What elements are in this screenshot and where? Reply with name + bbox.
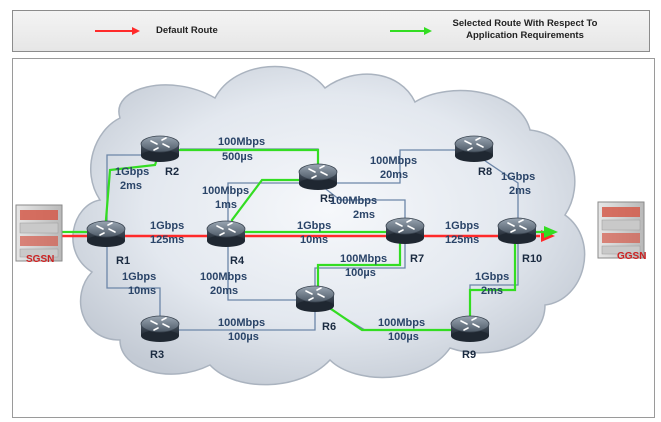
sgsn-server-icon: [15, 204, 63, 262]
link-label-r4-r7: 1Gbps 10ms: [297, 220, 331, 246]
svg-text:1Gbps: 1Gbps: [445, 220, 479, 232]
router-r4-icon[interactable]: [206, 220, 246, 248]
svg-text:100Mbps: 100Mbps: [218, 136, 265, 148]
router-r3-label: R3: [150, 349, 164, 361]
link-label-r4-r5: 100Mbps 1ms: [202, 185, 249, 211]
router-r8-label: R8: [478, 166, 492, 178]
router-r10-icon[interactable]: [497, 217, 537, 245]
link-label-r6-r7: 100Mbps 100µs: [340, 253, 387, 279]
svg-text:100Mbps: 100Mbps: [378, 317, 425, 329]
svg-text:1Gbps: 1Gbps: [122, 271, 156, 283]
legend-default-route-label: Default Route: [156, 25, 218, 36]
router-r2-label: R2: [165, 166, 179, 178]
svg-text:10ms: 10ms: [300, 234, 328, 246]
svg-text:100µs: 100µs: [388, 331, 419, 343]
legend-selected-line1: Selected Route With Respect To: [452, 18, 598, 29]
svg-text:20ms: 20ms: [210, 285, 238, 297]
router-r3-icon[interactable]: [140, 315, 180, 343]
link-label-r1-r3: 1Gbps 10ms: [122, 271, 156, 297]
legend-selected-arrow: [390, 27, 432, 35]
svg-text:500µs: 500µs: [222, 151, 253, 163]
svg-text:1Gbps: 1Gbps: [501, 171, 535, 183]
router-r5-label: R5: [320, 193, 334, 205]
link-label-r5-r7: 100Mbps 2ms: [330, 195, 377, 221]
legend-selected-route-label: Selected Route With Respect To Applicati…: [440, 18, 610, 42]
svg-text:2ms: 2ms: [481, 285, 503, 297]
link-r4-r5: [227, 182, 318, 238]
svg-text:100Mbps: 100Mbps: [218, 317, 265, 329]
link-r4-r6: [227, 240, 315, 301]
router-r7-icon[interactable]: [385, 217, 425, 245]
link-label-r3-r6: 100Mbps 100µs: [218, 317, 265, 343]
link-label-r1-r4: 1Gbps 125ms: [150, 220, 184, 246]
link-label-r8-r10: 1Gbps 2ms: [501, 171, 535, 197]
ggsn-server-icon: [597, 201, 645, 259]
router-r9-icon[interactable]: [450, 315, 490, 343]
svg-text:100Mbps: 100Mbps: [340, 253, 387, 265]
router-r6-icon[interactable]: [295, 285, 335, 313]
svg-text:1Gbps: 1Gbps: [475, 271, 509, 283]
svg-text:10ms: 10ms: [128, 285, 156, 297]
svg-text:2ms: 2ms: [509, 185, 531, 197]
svg-text:100Mbps: 100Mbps: [330, 195, 377, 207]
svg-text:100Mbps: 100Mbps: [202, 185, 249, 197]
router-r8-icon[interactable]: [454, 135, 494, 163]
router-r2-icon[interactable]: [140, 135, 180, 163]
link-r6-r7: [314, 240, 406, 300]
router-r9-label: R9: [462, 349, 476, 361]
legend-default-arrow: [95, 27, 140, 35]
link-label-r5-r8: 100Mbps 20ms: [370, 155, 417, 181]
svg-text:125ms: 125ms: [150, 234, 184, 246]
svg-text:1Gbps: 1Gbps: [150, 220, 184, 232]
svg-text:1Gbps: 1Gbps: [115, 166, 149, 178]
link-r8-r10: [471, 151, 519, 232]
svg-text:100µs: 100µs: [345, 267, 376, 279]
router-r10-label: R10: [522, 253, 542, 265]
svg-text:100Mbps: 100Mbps: [370, 155, 417, 167]
router-r6-label: R6: [322, 321, 336, 333]
sgsn-label: SGSN: [26, 254, 54, 265]
svg-text:2ms: 2ms: [353, 209, 375, 221]
router-r4-label: R4: [230, 255, 245, 267]
svg-text:100µs: 100µs: [228, 331, 259, 343]
router-r1-icon[interactable]: [86, 220, 126, 248]
link-label-r4-r6: 100Mbps 20ms: [200, 271, 247, 297]
link-r5-r7: [317, 182, 406, 232]
svg-text:20ms: 20ms: [380, 169, 408, 181]
link-label-r6-r9: 100Mbps 100µs: [378, 317, 425, 343]
router-r7-label: R7: [410, 253, 424, 265]
router-r5-icon[interactable]: [298, 163, 338, 191]
selected-route: [55, 148, 558, 332]
router-r1-label: R1: [116, 255, 130, 267]
legend-selected-line2: Application Requirements: [466, 30, 584, 41]
link-label-r7-r10: 1Gbps 125ms: [445, 220, 479, 246]
svg-text:1Gbps: 1Gbps: [297, 220, 331, 232]
svg-text:125ms: 125ms: [445, 234, 479, 246]
link-label-r2-r5: 100Mbps 500µs: [218, 136, 265, 163]
link-r5-r8: [318, 149, 472, 184]
svg-text:2ms: 2ms: [120, 180, 142, 192]
svg-text:100Mbps: 100Mbps: [200, 271, 247, 283]
link-label-r1-r2: 1Gbps 2ms: [115, 166, 149, 192]
ggsn-label: GGSN: [617, 251, 646, 262]
link-r1-r3: [106, 240, 161, 330]
link-label-r9-r10: 1Gbps 2ms: [475, 271, 509, 297]
svg-text:1ms: 1ms: [215, 199, 237, 211]
